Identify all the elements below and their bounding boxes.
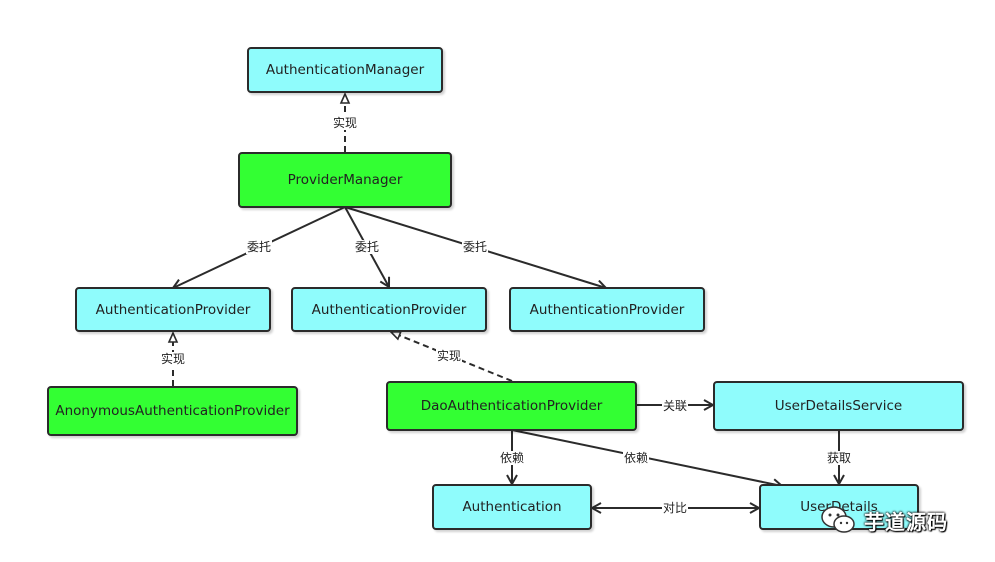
implements-label-dao: 实现 [436,349,463,363]
depends-label-userdetails: 依赖 [623,451,650,465]
wechat-icon [821,506,855,533]
delegate-label-3: 委托 [462,240,489,254]
implements-label-anonymous: 实现 [160,352,187,366]
association-label: 关联 [662,399,689,413]
user-details-service-node: UserDetailsService [713,381,964,431]
authentication-provider-node-2: AuthenticationProvider [291,287,487,332]
delegate-label-1: 委托 [246,240,273,254]
compare-label: 对比 [662,501,689,515]
authentication-node: Authentication [432,484,592,530]
depends-label-authentication: 依赖 [499,451,526,465]
obtain-label: 获取 [826,451,853,465]
dao-authentication-provider-node: DaoAuthenticationProvider [386,381,637,431]
implements-label-manager: 实现 [332,116,359,130]
authentication-manager-node: AuthenticationManager [247,47,443,93]
provider-manager-node: ProviderManager [238,152,452,208]
authentication-provider-node-1: AuthenticationProvider [75,287,271,332]
watermark-text: 芋道源码 [864,509,948,534]
authentication-provider-node-3: AuthenticationProvider [509,287,705,332]
watermark: 芋道源码 [820,505,948,535]
anonymous-authentication-provider-node: AnonymousAuthenticationProvider [47,386,298,436]
delegate-label-2: 委托 [354,240,381,254]
